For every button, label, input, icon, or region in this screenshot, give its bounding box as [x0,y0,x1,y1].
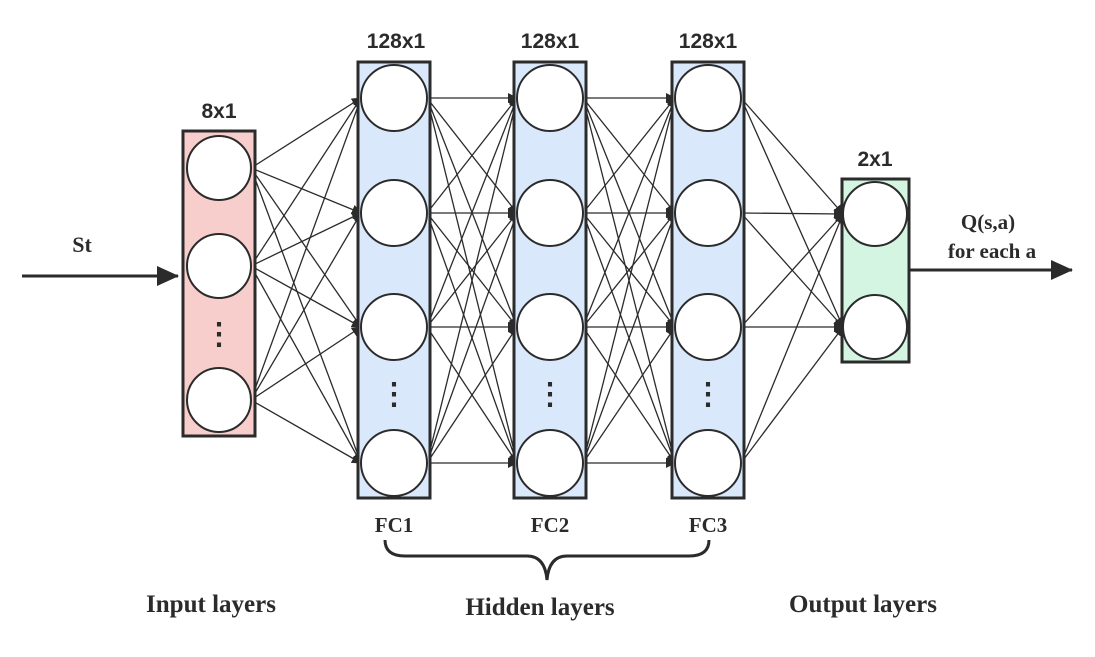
connection-fc1-3-to-fc2-2 [426,326,518,464]
fc3-node-3 [674,429,742,497]
fc1-layer-box [356,60,432,500]
connection-input-1-to-fc1-1 [250,212,362,267]
fc2-ellipsis: ⋮ [535,378,565,411]
hidden-layers-caption: Hidden layers [465,594,615,621]
connection-input-1-to-fc1-2 [250,265,362,328]
out-node-0 [842,181,908,247]
connection-fc1-2-to-fc2-0 [426,97,519,328]
input-node-0 [186,135,252,201]
fc3-node-1 [674,179,742,247]
connection-input-2-to-fc1-0 [250,97,363,401]
fc1-ellipsis: ⋮ [379,378,409,411]
connection-fc3-3-to-out-1 [740,326,844,464]
output-size-label: 2x1 [857,148,892,171]
fc2-label: FC2 [531,513,570,537]
fc2-size-label: 128x1 [521,30,580,53]
state-label: St [72,232,92,257]
input-node-1 [186,233,252,299]
connection-fc2-1-to-fc3-0 [582,97,676,214]
fc3-size-label: 128x1 [679,30,738,53]
connection-fc1-3-to-fc2-1 [426,212,519,464]
fc2-node-2 [516,293,584,361]
fc1-label: FC1 [375,513,414,537]
connection-fc2-2-to-fc3-0 [582,97,677,328]
connection-fc2-2-to-fc3-1 [582,212,676,328]
input-ellipsis: ⋮ [204,318,234,351]
for-each-action-label: for each a [948,239,1037,263]
connection-fc3-0-to-out-1 [740,97,844,328]
connection-input-0-to-fc1-0 [250,97,362,169]
connection-fc1-1-to-fc2-0 [426,97,518,214]
fc3-layer-box [670,60,746,500]
fc3-ellipsis: ⋮ [693,378,723,411]
connections [250,93,845,468]
fc2-node-0 [516,64,584,132]
connection-input-2-to-fc1-2 [250,326,362,401]
connection-input-0-to-fc1-1 [250,167,362,215]
fc1-node-1 [360,179,428,247]
fc1-node-3 [360,429,428,497]
connection-fc3-3-to-out-0 [740,213,845,464]
connection-input-1-to-fc1-0 [250,97,362,267]
fc3-node-0 [674,64,742,132]
fc3-label: FC3 [689,513,728,537]
fc1-node-2 [360,293,428,361]
connection-input-1-to-fc1-3 [250,265,362,464]
fc2-node-3 [516,429,584,497]
connection-fc1-3-to-fc2-0 [426,97,520,464]
connection-input-0-to-fc1-3 [250,167,363,464]
fc1-node-0 [360,64,428,132]
connection-fc3-2-to-out-0 [740,213,844,328]
connection-fc2-3-to-fc3-1 [582,212,677,464]
hidden-layers-brace [383,539,711,581]
nodes [186,64,908,497]
input-node-2 [186,367,252,433]
connection-input-2-to-fc1-1 [250,212,362,401]
fc1-size-label: 128x1 [367,30,426,53]
connection-fc3-0-to-out-0 [740,97,844,215]
connection-input-2-to-fc1-3 [250,399,362,464]
out-node-1 [842,294,908,360]
connection-fc1-2-to-fc2-1 [426,212,518,328]
fc2-node-1 [516,179,584,247]
input-size-label: 8x1 [201,100,236,123]
connection-fc2-3-to-fc3-0 [582,97,678,464]
connection-fc3-1-to-out-0 [740,208,844,219]
connection-fc2-3-to-fc3-2 [582,326,676,464]
output-layers-caption: Output layers [789,591,937,618]
input-layers-caption: Input layers [146,591,276,618]
fc2-layer-box [512,60,588,500]
q-value-label: Q(s,a) [961,210,1015,234]
fc3-node-2 [674,293,742,361]
